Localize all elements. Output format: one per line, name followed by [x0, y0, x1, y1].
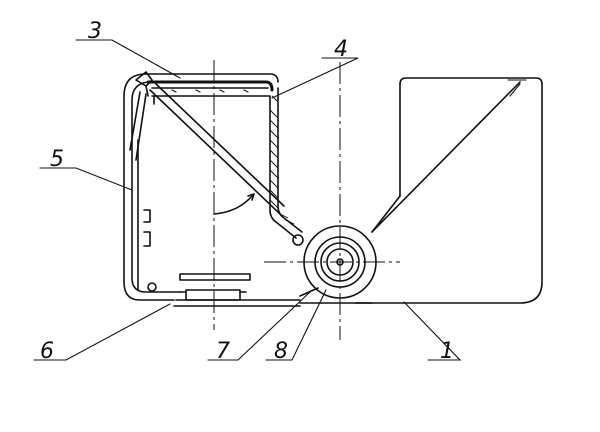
side-panel: [137, 139, 157, 292]
part-label-3: 3: [88, 19, 102, 44]
part-label-6: 6: [40, 339, 54, 364]
wall-hatched: [269, 87, 303, 239]
small-roller: [292, 234, 304, 246]
part-label-1: 1: [440, 339, 454, 364]
part-label-7: 7: [216, 339, 230, 364]
top-hinge: [129, 71, 153, 161]
mirror-diagonal: [149, 83, 285, 215]
bottom-assembly: [173, 273, 301, 307]
housing-body: [299, 77, 543, 304]
part-label-8: 8: [274, 339, 288, 364]
angle-arc: [213, 193, 255, 215]
part-label-4: 4: [334, 37, 348, 62]
leader-lines: [33, 39, 462, 361]
centerlines: [213, 60, 400, 340]
slanted-line-right: [371, 79, 527, 233]
part-label-5: 5: [50, 147, 64, 172]
left-enclosure: [123, 73, 279, 301]
